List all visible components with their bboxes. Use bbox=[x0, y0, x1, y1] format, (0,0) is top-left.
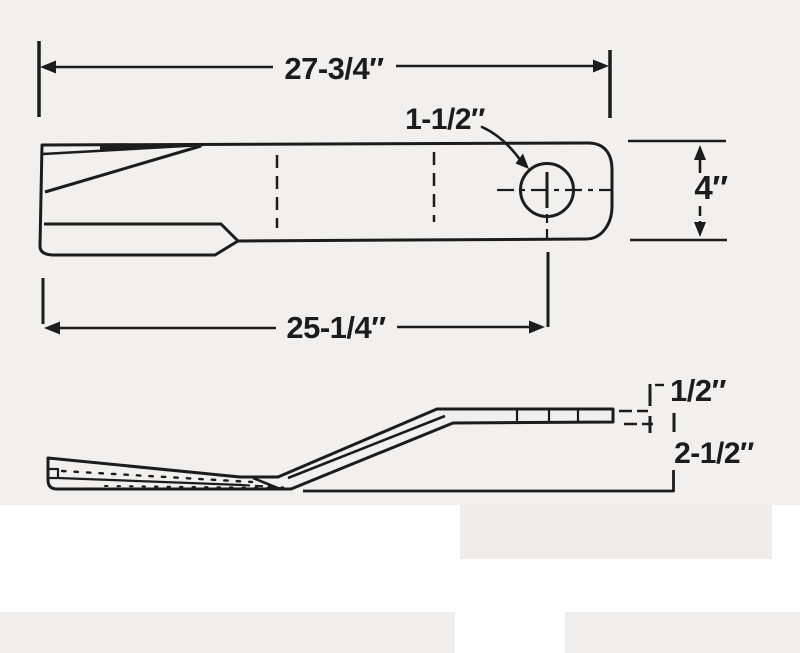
arrowhead-left-icon bbox=[44, 321, 60, 335]
dimension-hole-center-distance: 25-1/4″ bbox=[41, 252, 550, 345]
dimension-overall-length: 27-3/4″ bbox=[37, 41, 612, 118]
hole-center-distance-label: 25-1/4″ bbox=[286, 310, 386, 345]
dimension-blade-width: 4″ bbox=[628, 139, 729, 242]
side-view-outline bbox=[46, 407, 615, 491]
raised-end-tick-marks bbox=[515, 410, 580, 422]
bottom-dotted-texture bbox=[104, 485, 287, 489]
ground-reference-line bbox=[303, 470, 675, 493]
bend-fold-line bbox=[252, 476, 281, 491]
blade-outline bbox=[38, 141, 614, 257]
inner-edge-line bbox=[57, 476, 243, 487]
bend-inner-line bbox=[287, 414, 446, 480]
sharpened-edge-wedge bbox=[100, 144, 204, 152]
leader-line bbox=[480, 125, 523, 163]
arrowhead-up-icon bbox=[694, 145, 706, 160]
lift-height-label: 2-1/2″ bbox=[674, 437, 754, 470]
arrowhead-down-icon bbox=[694, 222, 706, 237]
leader-arrowhead-icon bbox=[515, 153, 529, 169]
dimension-thickness: 1/2″ bbox=[619, 373, 727, 433]
blade-side-view bbox=[46, 407, 675, 493]
inner-edge-line-dashed bbox=[241, 484, 285, 489]
scan-noise-patch bbox=[460, 505, 772, 559]
arrowhead-right-icon bbox=[593, 59, 609, 73]
scan-noise-patch bbox=[565, 612, 800, 653]
blade-top-view bbox=[38, 141, 614, 257]
wing-boundary-line bbox=[44, 222, 240, 243]
blade-width-label: 4″ bbox=[694, 169, 728, 206]
dimension-lift-height: 2-1/2″ bbox=[672, 413, 755, 470]
overall-length-label: 27-3/4″ bbox=[284, 51, 384, 86]
tip-notch bbox=[48, 467, 60, 480]
thickness-label: 1/2″ bbox=[670, 373, 727, 408]
arrowhead-right-icon bbox=[529, 320, 545, 334]
arrowhead-left-icon bbox=[40, 60, 56, 74]
cutting-edge-bevel-line bbox=[44, 144, 202, 194]
hole-diameter-label: 1-1/2″ bbox=[405, 103, 485, 136]
scan-noise-patch bbox=[0, 612, 455, 653]
dimension-hole-diameter: 1-1/2″ bbox=[405, 103, 529, 169]
